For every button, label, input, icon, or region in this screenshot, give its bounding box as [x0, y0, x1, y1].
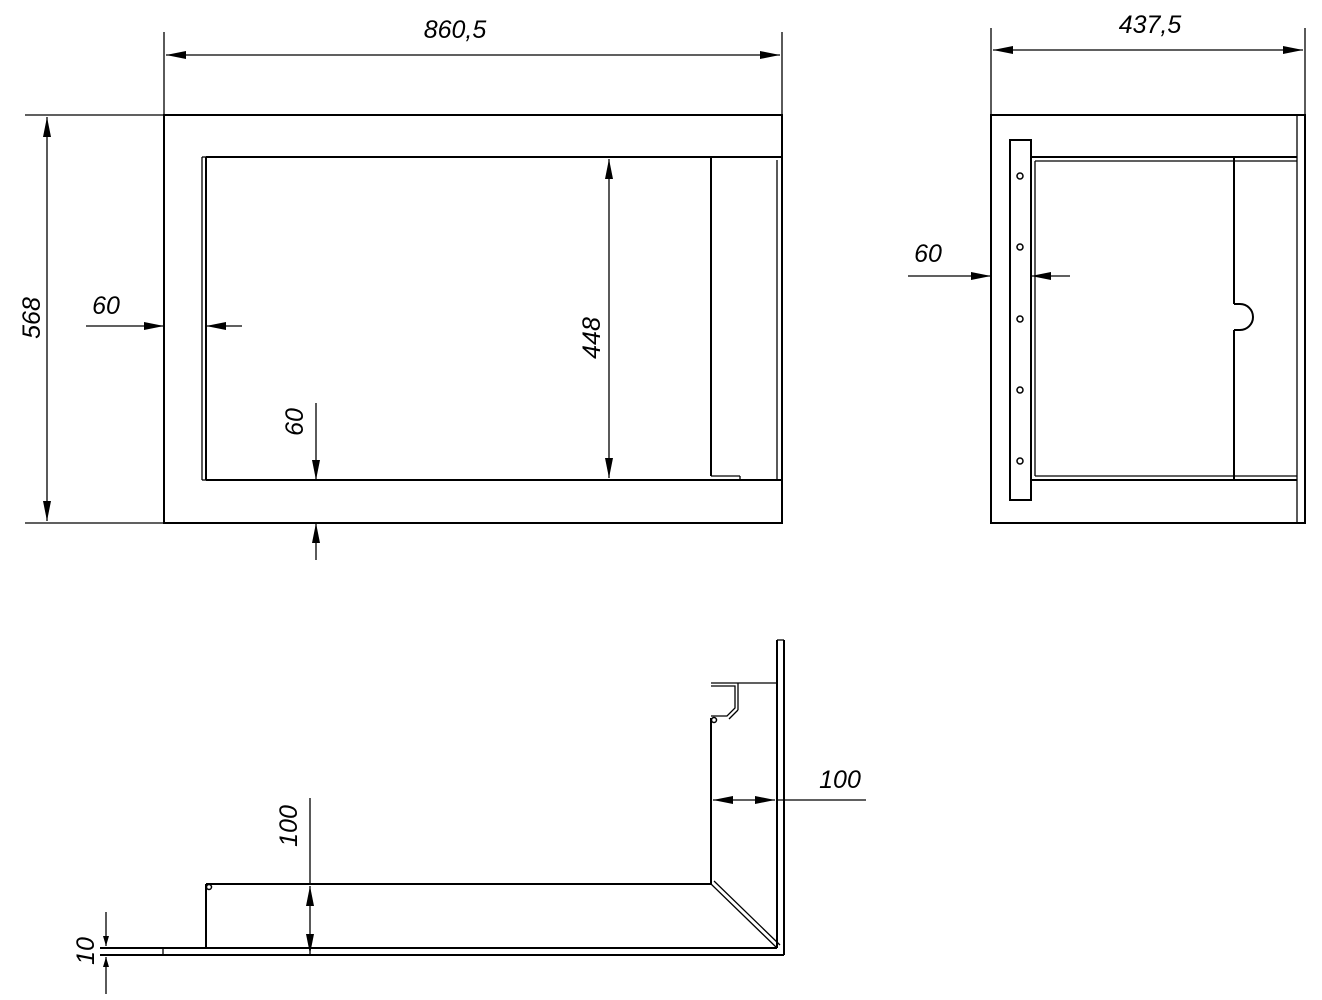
rail-hole — [1016, 386, 1024, 394]
front-view — [163, 114, 783, 524]
rail-hole — [1016, 315, 1024, 323]
dim-plan-front-flange: 100 — [275, 805, 303, 847]
plan-view — [100, 639, 785, 956]
side-view — [990, 114, 1306, 524]
rail-hole — [1016, 457, 1024, 465]
dim-front-side-frame: 60 — [92, 292, 120, 320]
dim-plan-sheet: 10 — [72, 937, 100, 965]
dim-plan-side-flange: 100 — [819, 766, 861, 794]
front-outer-frame — [163, 114, 783, 524]
side-dimensions: 437,5 60 — [908, 11, 1306, 280]
front-dimensions: 860,5 568 448 60 60 — [18, 16, 783, 560]
dim-front-bottom-frame: 60 — [281, 408, 309, 436]
dim-front-height: 568 — [18, 297, 46, 339]
plan-dimensions: 100 100 10 — [72, 766, 866, 994]
rail-hole — [1016, 172, 1024, 180]
dim-front-inner-height: 448 — [578, 317, 606, 359]
rail-hole — [1016, 243, 1024, 251]
dim-side-width: 437,5 — [1119, 11, 1182, 39]
side-outer-frame — [990, 114, 1306, 524]
side-mounting-rail — [1009, 139, 1032, 501]
dim-side-frame: 60 — [914, 240, 942, 268]
dim-front-width: 860,5 — [424, 16, 487, 44]
